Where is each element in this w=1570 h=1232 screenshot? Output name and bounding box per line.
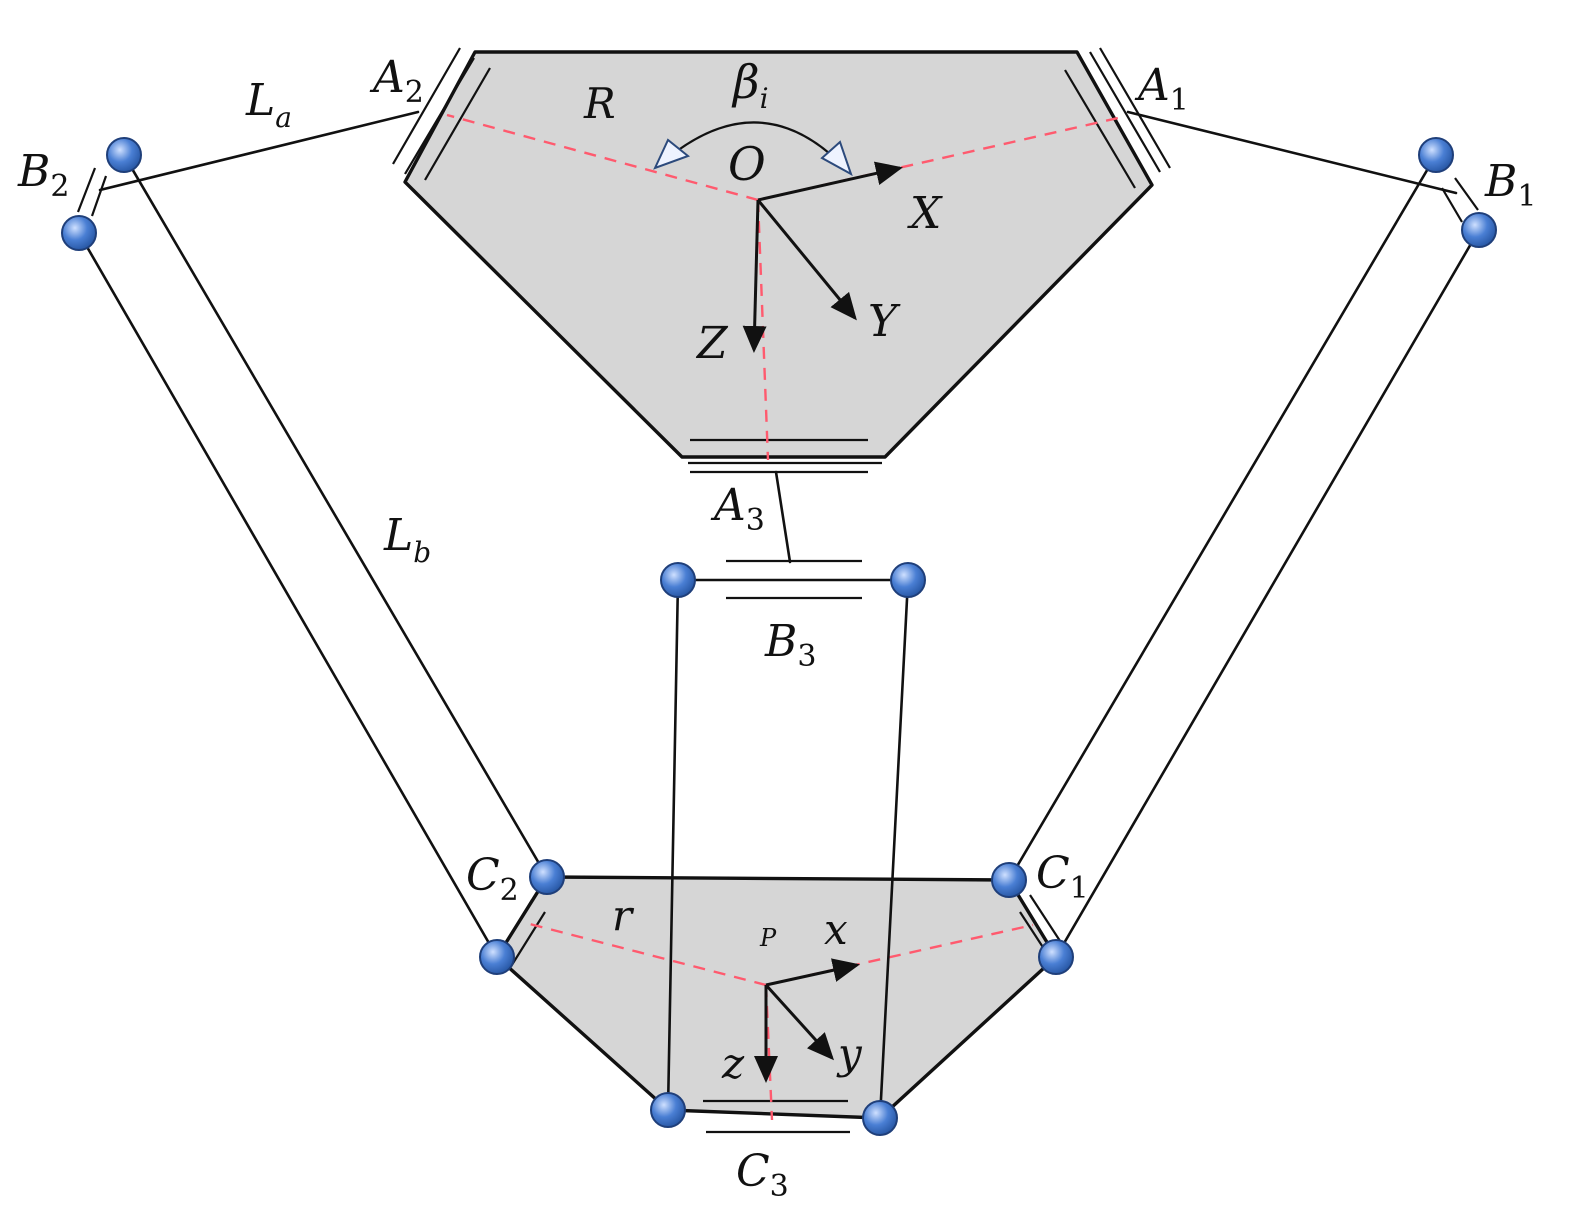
label-r-moving: r [612, 891, 635, 940]
base-rail-a1-inner [1064, 69, 1136, 189]
base-rail-a2-outer-2 [404, 57, 475, 175]
sphere-joint-icon [61, 215, 97, 251]
upper-arm-1 [1126, 110, 1458, 195]
moving-rail-c2-1 [509, 911, 546, 969]
labels: A2 A1 La B2 B1 R βi O X Y Z A3 Lb B3 [17, 52, 1536, 1204]
label-beta: βi [731, 55, 769, 115]
arm-1-rail-1 [1441, 187, 1463, 223]
base-axis-x [757, 161, 903, 202]
label-o: O [728, 137, 766, 191]
moving-platform [495, 875, 1063, 1134]
base-rail-a1-outer-2 [1099, 47, 1171, 169]
triangle-arrowhead-icon [820, 140, 853, 177]
arm-2 [76, 110, 549, 959]
forearm-3-rod-1 [666, 578, 680, 1112]
forearm-2-rod-2 [77, 231, 499, 959]
base-axis-y [756, 199, 857, 321]
label-z-base: Z [695, 318, 729, 369]
sphere-joint-icon [991, 862, 1027, 898]
sphere-joint-icon [660, 562, 696, 598]
sphere-joint-icon [862, 1100, 898, 1136]
sphere-joint-icon [890, 562, 926, 598]
base-rail-a1-outer-1 [1089, 51, 1161, 173]
beta-angle-arc [662, 121, 846, 169]
sphere-joint-icon [106, 137, 142, 173]
arm-2-rail-1 [76, 167, 97, 213]
label-lb: Lb [383, 510, 431, 569]
label-la: La [245, 75, 292, 134]
forearm-1-rod-1 [1007, 153, 1438, 882]
sphere-joint-icon [529, 859, 565, 895]
base-rail-a2-outer-1 [392, 47, 461, 165]
moving-radius-c2 [521, 920, 767, 987]
joints [61, 137, 1497, 1136]
sphere-joint-icon [650, 1092, 686, 1128]
label-b3: B3 [764, 616, 816, 674]
label-c2: C2 [466, 850, 519, 908]
label-c1: C1 [1036, 848, 1089, 906]
label-a3: A3 [710, 480, 765, 538]
label-p: P [759, 924, 777, 952]
sphere-joint-icon [1038, 939, 1074, 975]
sphere-joint-icon [1461, 212, 1497, 248]
label-a2: A2 [369, 52, 424, 110]
label-c3: C3 [736, 1146, 789, 1204]
moving-rail-c1-2 [1029, 894, 1063, 945]
forearm-2-rod-1 [122, 153, 549, 879]
moving-axis-x [765, 958, 860, 987]
moving-axis-y [764, 983, 835, 1061]
base-rail-a2-inner [424, 67, 491, 181]
label-b2: B2 [17, 146, 69, 204]
arm-3 [666, 470, 910, 1120]
triangle-arrowhead-icon [653, 138, 691, 170]
arm-1 [1007, 110, 1481, 959]
base-radius-a2 [446, 113, 759, 202]
forearm-1-rod-2 [1054, 228, 1481, 959]
upper-arm-2 [98, 110, 420, 192]
arm-2-rail-2 [90, 175, 108, 217]
upper-arm-3 [774, 470, 792, 564]
base-axis-z [742, 199, 767, 353]
label-x-moving: x [824, 905, 848, 954]
label-b1: B1 [1484, 156, 1536, 214]
sphere-joint-icon [1418, 137, 1454, 173]
label-y-base: Y [868, 296, 901, 347]
base-plate [403, 50, 1154, 459]
label-r-base: R [583, 79, 616, 128]
base-platform [392, 47, 1171, 474]
label-z-moving: z [721, 1039, 745, 1088]
arm-1-rail-2 [1454, 177, 1479, 211]
sphere-joint-icon [479, 939, 515, 975]
label-x-base: X [907, 188, 943, 239]
forearm-3-rod-2 [878, 578, 910, 1120]
label-y-moving: y [836, 1029, 863, 1078]
label-a1: A1 [1134, 60, 1189, 118]
